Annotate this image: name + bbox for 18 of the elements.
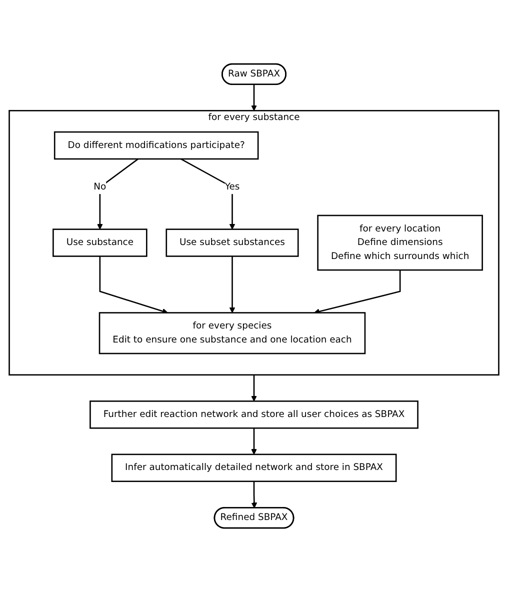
arrow <box>251 481 258 508</box>
arrow <box>251 374 257 402</box>
edge-label: Yes <box>224 182 240 192</box>
arrow <box>99 256 168 314</box>
arrow <box>314 270 401 314</box>
arrow <box>251 84 257 111</box>
node-box: for every location Define dimensions Define which surrounds which <box>317 214 483 271</box>
arrow <box>180 158 236 230</box>
arrow <box>251 428 257 455</box>
arrow <box>229 256 236 314</box>
node-box: Use subset substances <box>166 228 299 257</box>
edge-label: No <box>94 182 106 192</box>
node-box: Use substance <box>52 228 148 257</box>
node-box: Infer automatically detailed network and store in SBPAX <box>111 454 397 482</box>
node-box: for every species Edit to ensure one substance and one location each <box>98 312 366 354</box>
arrow <box>97 158 139 230</box>
node-box: Do different modifications participate? <box>54 131 259 160</box>
node-box: Further edit reaction network and store all user choices as SBPAX <box>90 400 418 429</box>
